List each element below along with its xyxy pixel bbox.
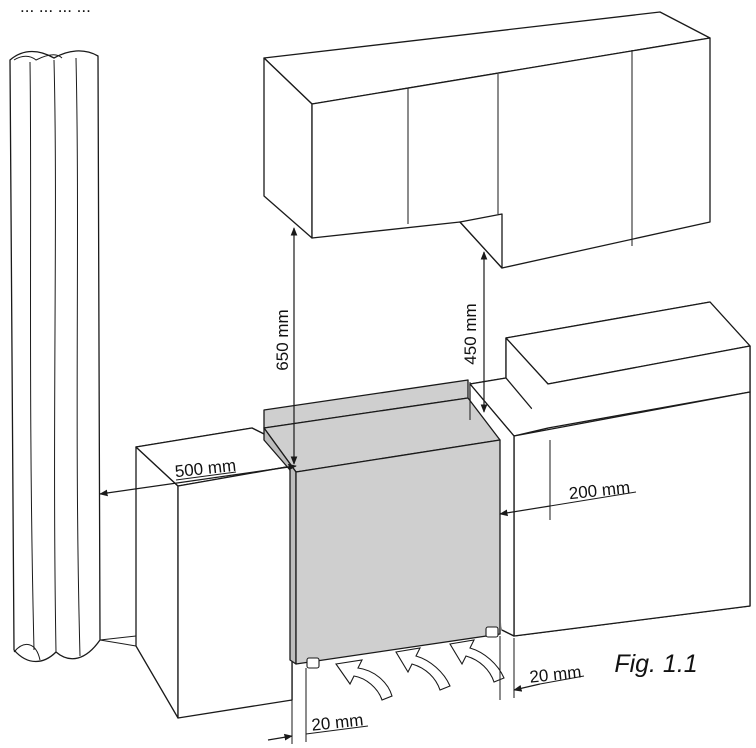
foot-left [306,657,320,669]
figure-caption: Fig. 1.1 [614,650,697,678]
dimension-20-right: 20 mm [499,636,585,700]
header-fragment: ... ... ... ... [20,0,91,16]
dimension-650: 650 mm [273,227,298,465]
appliance [263,379,501,669]
label-450mm: 450 mm [461,303,480,364]
right-base-cabinet [469,301,751,637]
airflow-arrows [335,639,505,701]
label-20mm-right: 20 mm [529,662,583,686]
upper-cabinets [263,11,711,269]
dimension-450: 450 mm [461,251,488,413]
curtain [9,50,101,663]
foot-right [485,626,499,638]
label-20mm-left: 20 mm [311,710,365,734]
label-650mm: 650 mm [273,309,292,370]
